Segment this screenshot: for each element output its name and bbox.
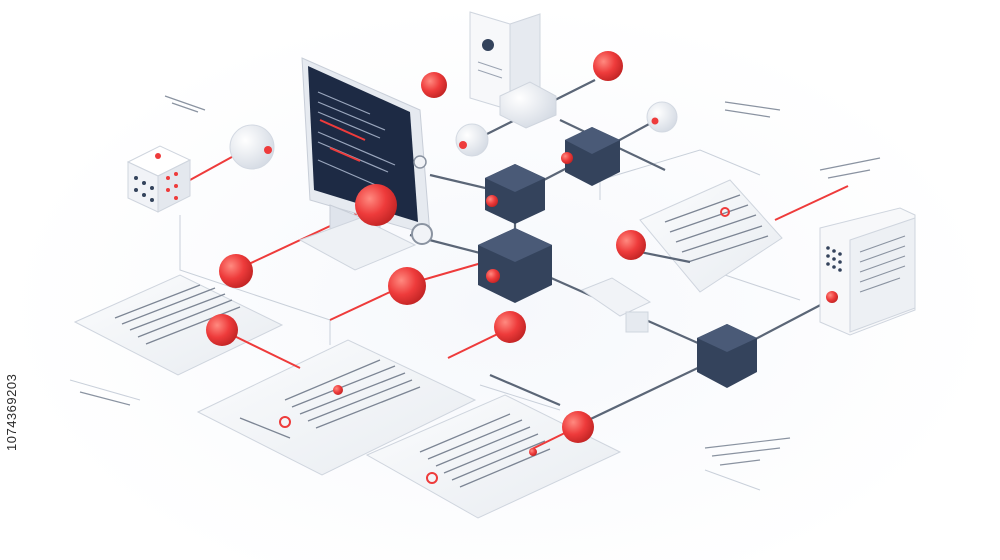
document-sheet-bottom <box>365 394 622 519</box>
red-node <box>388 267 426 305</box>
red-node <box>494 311 526 343</box>
white-node-mid <box>455 123 489 157</box>
red-node <box>421 72 447 98</box>
dark-node-4 <box>697 324 757 388</box>
red-nodes <box>206 51 646 456</box>
floating-text-marks <box>79 95 881 466</box>
dark-node-3 <box>478 228 552 303</box>
red-node <box>219 254 253 288</box>
red-node <box>486 195 498 207</box>
red-node <box>561 152 573 164</box>
red-node <box>593 51 623 81</box>
red-node <box>333 385 343 395</box>
card-device-top <box>469 11 557 129</box>
red-node <box>355 184 397 226</box>
white-node-right <box>646 101 678 133</box>
monitor-screen <box>298 57 431 271</box>
red-node <box>616 230 646 260</box>
red-node <box>529 448 537 456</box>
document-sheet-right <box>639 179 783 293</box>
red-node <box>486 269 500 283</box>
dark-node-1 <box>485 164 545 224</box>
white-node-left <box>229 124 275 170</box>
pipe-connector <box>580 277 652 333</box>
document-sheet-center <box>196 339 477 476</box>
dice-device <box>126 145 192 213</box>
document-sheet-left <box>73 274 284 376</box>
server-device <box>819 207 916 336</box>
red-node <box>562 411 594 443</box>
joint-ring <box>411 155 433 245</box>
dark-node-2 <box>565 127 620 186</box>
stock-image-id: 1074369203 <box>4 373 19 451</box>
red-node <box>206 314 238 346</box>
